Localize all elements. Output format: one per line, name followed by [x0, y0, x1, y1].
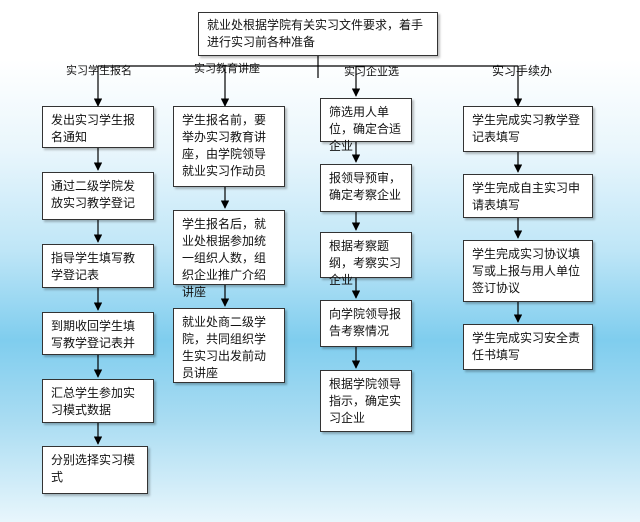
top-box: 就业处根据学院有关实习文件要求，着手进行实习前各种准备 [198, 12, 438, 56]
c1-box-1: 发出实习学生报名通知 [42, 106, 154, 148]
c1-box-4: 到期收回学生填写教学登记表并 [42, 312, 154, 355]
col4-title: 实习手续办 [492, 64, 553, 78]
c4-box-2: 学生完成自主实习申请表填写 [463, 174, 593, 218]
c1-box-3: 指导学生填写教学登记表 [42, 244, 154, 288]
c4-box-1: 学生完成实习教学登记表填写 [463, 106, 593, 152]
c4-box-3: 学生完成实习协议填写或上报与用人单位签订协议 [463, 240, 593, 302]
col3-title: 实习企业选 [344, 65, 399, 78]
c2-box-3: 就业处商二级学院，共同组织学生实习出发前动员讲座 [173, 308, 285, 383]
c1-box-6: 分别选择实习模式 [42, 446, 148, 494]
c2-box-1: 学生报名前，要举办实习教育讲座，由学院领导就业实习作动员 [173, 106, 285, 187]
c3-box-2: 报领导预审，确定考察企业 [320, 164, 412, 212]
c4-box-4: 学生完成实习安全责任书填写 [463, 324, 593, 370]
c2-box-2: 学生报名后，就业处根据参加统一组织人数，组织企业推广介绍讲座 [173, 210, 285, 299]
c3-box-3: 根据考察题纲，考察实习企业 [320, 232, 412, 287]
c1-box-5: 汇总学生参加实习模式数据 [42, 379, 154, 423]
col2-title: 实习教育讲座 [194, 62, 260, 75]
c3-box-4: 向学院领导报告考察情况 [320, 300, 412, 347]
col1-title: 实习学生报名 [66, 64, 132, 77]
c3-box-1: 筛选用人单位，确定合适企业 [320, 98, 412, 153]
c3-box-5: 根据学院领导指示，确定实习企业 [320, 370, 412, 432]
c1-box-2: 通过二级学院发放实习教学登记 [42, 172, 154, 220]
